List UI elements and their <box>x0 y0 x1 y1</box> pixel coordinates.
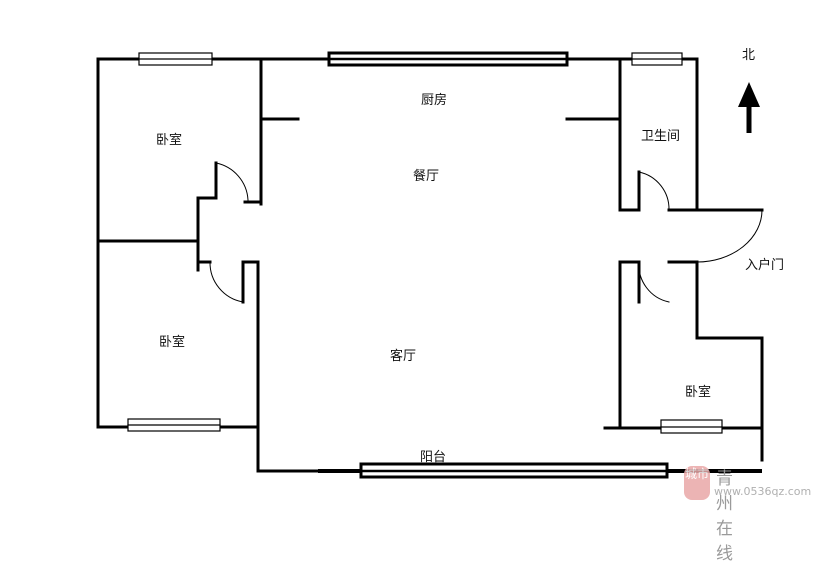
room-label-living: 客厅 <box>390 349 417 364</box>
room-label-kitchen: 厨房 <box>421 93 448 108</box>
room-label-bedroom-nw: 卧室 <box>156 133 183 148</box>
windows <box>127 51 723 479</box>
room-label-bedroom-se: 卧室 <box>685 385 712 400</box>
walls <box>96 57 764 473</box>
north-arrow-icon <box>738 82 760 133</box>
room-label-balcony: 阳台 <box>420 450 447 465</box>
watermark-seal: 城市 <box>684 466 710 500</box>
entrance-door-label: 入户门 <box>745 258 785 273</box>
room-label-dining: 餐厅 <box>413 169 440 184</box>
watermark-title: 青州在线 <box>716 469 736 564</box>
room-label-bedroom-sw: 卧室 <box>159 335 186 350</box>
floor-plan <box>96 51 764 479</box>
compass-north-label: 北 <box>742 48 756 63</box>
room-label-bathroom: 卫生间 <box>641 129 681 144</box>
watermark-url: www.0536qz.com <box>714 485 812 498</box>
door-swings <box>209 162 763 303</box>
